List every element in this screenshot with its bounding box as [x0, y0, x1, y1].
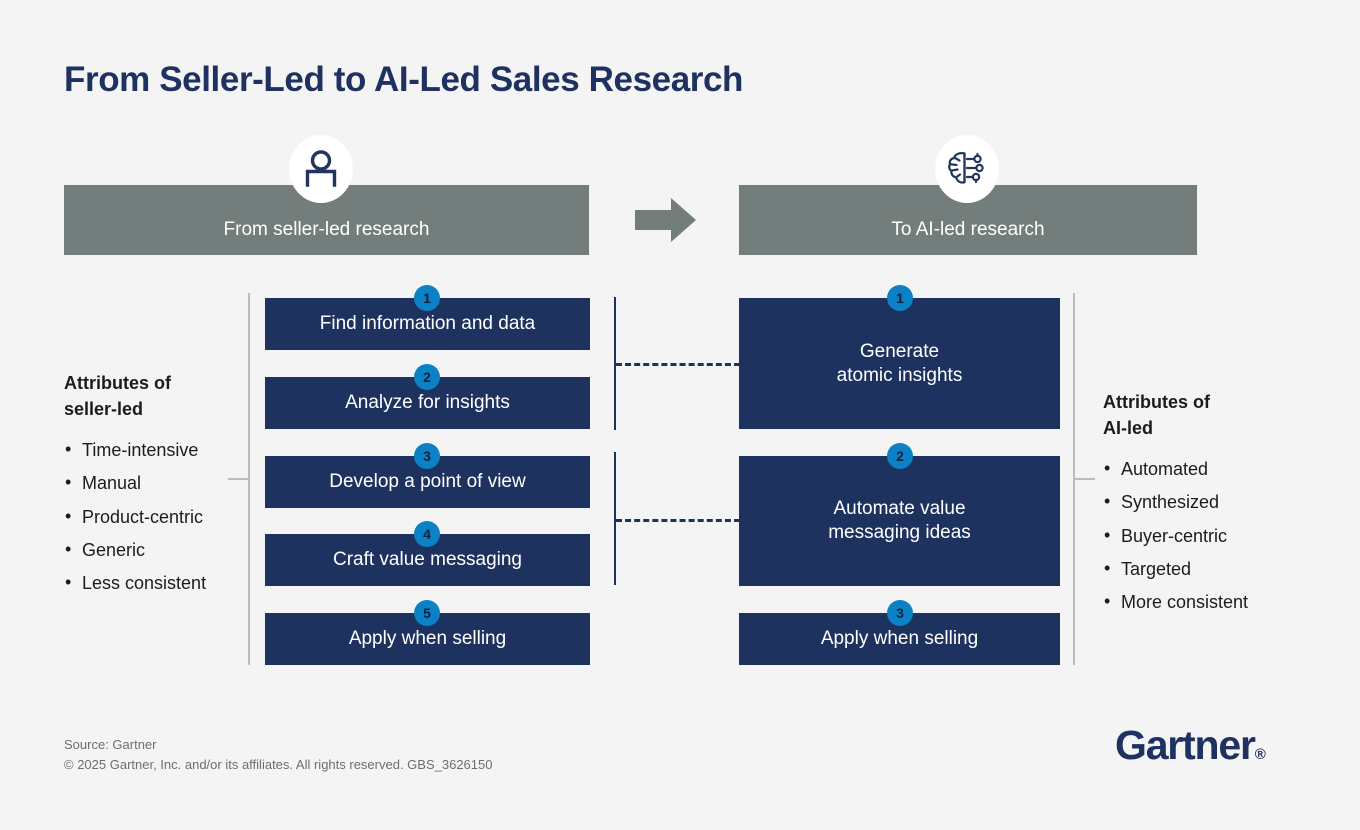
step-label-line2: atomic insights [836, 364, 963, 386]
step-box-ai-1[interactable]: Generate atomic insights [739, 298, 1060, 429]
step-badge: 4 [414, 521, 440, 547]
step-badge: 1 [414, 285, 440, 311]
step-badge: 3 [887, 600, 913, 626]
attributes-ai-led: Attributes of AI-led Automated Synthesiz… [1103, 389, 1303, 623]
transition-arrow [635, 197, 697, 243]
mid-bar-group-2 [614, 452, 616, 585]
footer-copyright: © 2025 Gartner, Inc. and/or its affiliat… [64, 757, 493, 773]
attributes-ai-led-heading: Attributes of AI-led [1103, 389, 1303, 441]
heading-line2: AI-led [1103, 418, 1154, 439]
attributes-seller-led-heading: Attributes of seller-led [64, 370, 249, 422]
list-item: Generic [64, 537, 249, 563]
step-badge: 5 [414, 600, 440, 626]
list-item: More consistent [1103, 589, 1303, 615]
attributes-seller-led-list: Time-intensive Manual Product-centric Ge… [64, 437, 249, 596]
step-label-line2: messaging ideas [828, 522, 971, 543]
list-item: Targeted [1103, 556, 1303, 582]
attributes-seller-led: Attributes of seller-led Time-intensive … [64, 370, 249, 604]
list-item: Synthesized [1103, 489, 1303, 515]
ai-brain-icon-bubble [935, 135, 999, 203]
step-label: Analyze for insights [345, 392, 510, 414]
list-item: Product-centric [64, 504, 249, 530]
step-badge: 2 [887, 443, 913, 469]
gartner-logo-text: Gartner [1115, 722, 1256, 768]
step-label: Apply when selling [348, 628, 507, 650]
mid-bar-group-1 [614, 297, 616, 430]
bracket-tick-ai-led [1073, 478, 1095, 480]
banner-ai-led-label: To AI-led research [891, 219, 1045, 240]
step-badge: 1 [887, 285, 913, 311]
step-label: Develop a point of view [329, 471, 526, 493]
gartner-logo: Gartner® [1115, 722, 1266, 769]
step-label: Find information and data [319, 313, 536, 335]
banner-seller-led-label: From seller-led research [223, 219, 430, 240]
step-badge: 3 [414, 443, 440, 469]
list-item: Manual [64, 470, 249, 496]
step-box-ai-2[interactable]: Automate value messaging ideas [739, 456, 1060, 586]
right-arrow-icon [635, 198, 696, 242]
list-item: Time-intensive [64, 437, 249, 463]
dashed-connector-group-1 [616, 363, 740, 366]
footer-source: Source: Gartner [64, 737, 157, 752]
list-item: Buyer-centric [1103, 523, 1303, 549]
step-label: Craft value messaging [332, 549, 523, 571]
ai-brain-icon [948, 152, 984, 184]
step-label: Generate atomic insights [837, 340, 963, 388]
page-title: From Seller-Led to AI-Led Sales Research [64, 60, 744, 99]
footer-attribution: Source: Gartner © 2025 Gartner, Inc. and… [64, 735, 492, 775]
step-label-line1: Generate [859, 340, 940, 362]
list-item: Automated [1103, 456, 1303, 482]
dashed-connector-group-2 [616, 519, 740, 522]
heading-line2: seller-led [64, 399, 144, 420]
heading-line1: Attributes of [1103, 392, 1210, 412]
step-label: Apply when selling [820, 628, 979, 650]
person-icon [305, 150, 337, 187]
attributes-ai-led-list: Automated Synthesized Buyer-centric Targ… [1103, 456, 1303, 615]
step-badge: 2 [414, 364, 440, 390]
step-label: Automate value messaging ideas [828, 497, 971, 545]
step-label-line1: Automate value [833, 498, 966, 520]
person-icon-bubble [289, 135, 353, 203]
list-item: Less consistent [64, 570, 249, 596]
heading-line1: Attributes of [64, 373, 171, 393]
registered-trademark-icon: ® [1254, 746, 1266, 763]
